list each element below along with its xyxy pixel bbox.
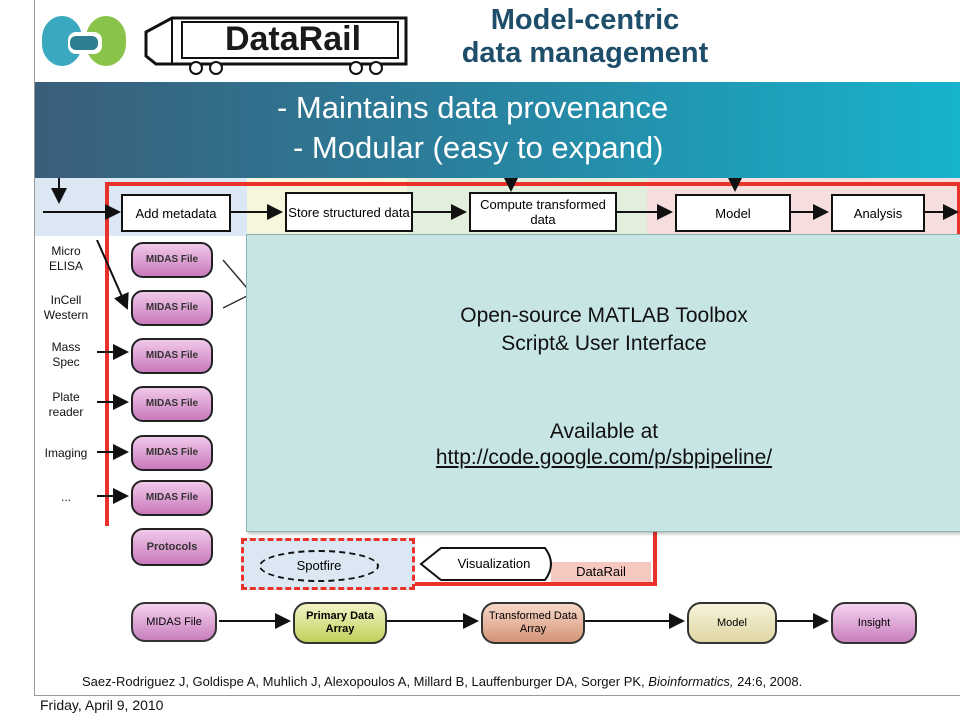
pipeline-compute: Compute transformed data [469,192,617,232]
datarail-frame-bottom [105,182,251,286]
source-label-plate-reader: Plate reader [48,390,84,419]
pipeline-arrows [43,176,959,220]
pipeline-model: Model [675,194,791,232]
source-arrows [96,240,248,504]
banner-line1: - Maintains data provenance [277,90,669,125]
datarail-tag: DataRail [551,562,651,582]
flow-insight: Insight [831,602,917,644]
banner: - Maintains data provenance - Modular (e… [35,82,960,178]
slide-title: Model-centric data management [420,4,750,70]
datarail-frame-lower [247,530,657,586]
flow-primary-data-array: Primary Data Array [293,602,387,644]
flow-model: Model [687,602,777,644]
pipeline-analysis: Analysis [831,194,925,232]
overlay-line1: Open-source MATLAB Toolbox [460,304,748,327]
slide-title-line2: data management [461,37,709,69]
citation-ref: 24:6, 2008. [733,674,803,689]
flow-arrows [219,613,829,629]
midas-file-node: MIDAS File [131,338,213,374]
midas-file-node: MIDAS File [131,242,213,278]
source-label-micro-elisa: Micro ELISA [48,244,84,273]
citation: Saez-Rodriguez J, Goldispe A, Muhlich J,… [82,674,802,689]
midas-file-node: MIDAS File [131,386,213,422]
protocols-node: Protocols [131,528,213,566]
slide-date: Friday, April 9, 2010 [40,697,164,713]
visualization-shape [419,547,552,581]
flow-midas-file: MIDAS File [131,602,217,642]
dp-logo [42,16,126,66]
midas-file-node: MIDAS File [131,480,213,516]
overlay-link[interactable]: http://code.google.com/p/sbpipeline/ [435,446,773,469]
pipeline-add-metadata: Add metadata [121,194,231,232]
overlay-callout: Open-source MATLAB Toolbox Script& User … [246,234,960,532]
banner-line2: - Modular (easy to expand) [293,130,664,165]
midas-file-node: MIDAS File [131,290,213,326]
source-label-more: ... [60,490,71,504]
overlay-line3: Available at [549,420,659,443]
datarail-logo-text: DataRail [224,20,362,58]
flow-transformed-data-array: Transformed Data Array [481,602,585,644]
overlay-line2: Script& User Interface [501,332,707,355]
source-label-imaging: Imaging [44,446,88,460]
pipeline-store-data: Store structured data [285,192,413,232]
visualization-node: Visualization [457,556,531,571]
source-label-mass-spec: Mass Spec [51,340,81,369]
citation-journal: Bioinformatics, [648,674,734,689]
spotfire-node: Spotfire [259,550,379,582]
source-label-incell-western: InCell Western [43,293,89,322]
midas-file-node: MIDAS File [131,435,213,471]
slide-title-line1: Model-centric [490,4,680,36]
citation-authors: Saez-Rodriguez J, Goldispe A, Muhlich J,… [82,674,649,689]
datarail-train-logo [144,16,408,75]
